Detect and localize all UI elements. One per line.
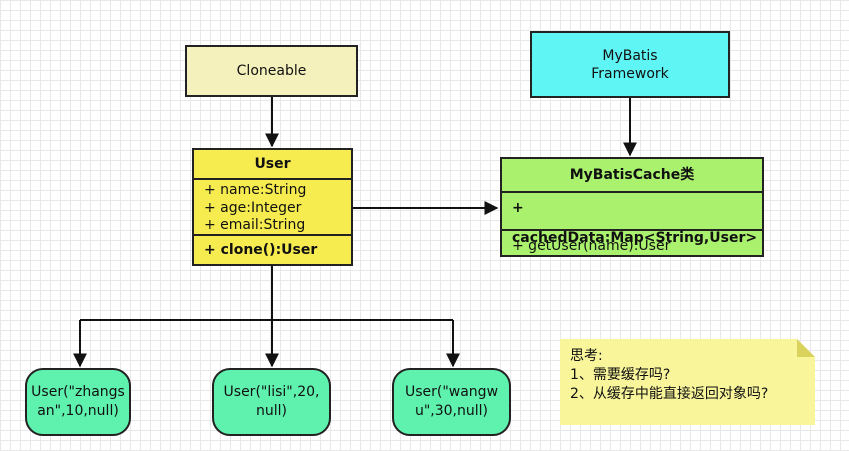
mybatis-line1: MyBatis — [602, 47, 658, 64]
user-instance-wangwu: User("wangw u",30,null) — [392, 368, 511, 436]
instance-2-line1: User("lisi",20, — [223, 384, 320, 400]
user-attr-age: + age:Integer — [204, 199, 302, 216]
user-instance-zhangsan: User("zhangs an",10,null) — [25, 368, 131, 436]
cloneable-label: Cloneable — [236, 63, 307, 79]
note-line-2: 1、需要缓存吗? — [570, 367, 671, 383]
cloneable-interface: Cloneable — [185, 45, 358, 97]
user-class-attributes: + name:String + age:Integer + email:Stri… — [194, 180, 351, 236]
mybatis-cache-class: MyBatisCache类 + cachedData:Map<String,Us… — [500, 157, 764, 257]
user-attr-name: + name:String — [204, 182, 307, 198]
user-class-title: User — [194, 150, 351, 180]
cache-class-title: MyBatisCache类 — [502, 159, 762, 193]
instance-3-line2: u",30,null) — [414, 403, 488, 419]
instance-1-line1: User("zhangs — [31, 384, 125, 400]
note-line-3: 2、从缓存中能直接返回对象吗? — [570, 386, 769, 402]
note-shape — [560, 339, 815, 425]
note-fold — [797, 339, 815, 357]
instance-2-line2: null) — [256, 403, 287, 419]
user-class-operation: + clone():User — [204, 242, 318, 258]
mybatis-line2: Framework — [591, 65, 669, 82]
instance-1-line2: an",10,null) — [37, 403, 119, 419]
instance-3-line1: User("wangw — [404, 384, 499, 400]
cache-class-attribute: + cachedData:Map<String,User> — [502, 193, 762, 246]
thinking-note: 思考: 1、需要缓存吗? 2、从缓存中能直接返回对象吗? — [560, 339, 815, 425]
user-attr-email: + email:String — [204, 217, 306, 233]
user-instance-lisi: User("lisi",20, null) — [212, 368, 331, 436]
user-class: User + name:String + age:Integer + email… — [192, 148, 353, 266]
note-line-1: 思考: — [570, 348, 603, 364]
mybatis-framework: MyBatis Framework — [530, 31, 730, 98]
cache-class-operation: + getUser(name):User — [512, 238, 671, 254]
